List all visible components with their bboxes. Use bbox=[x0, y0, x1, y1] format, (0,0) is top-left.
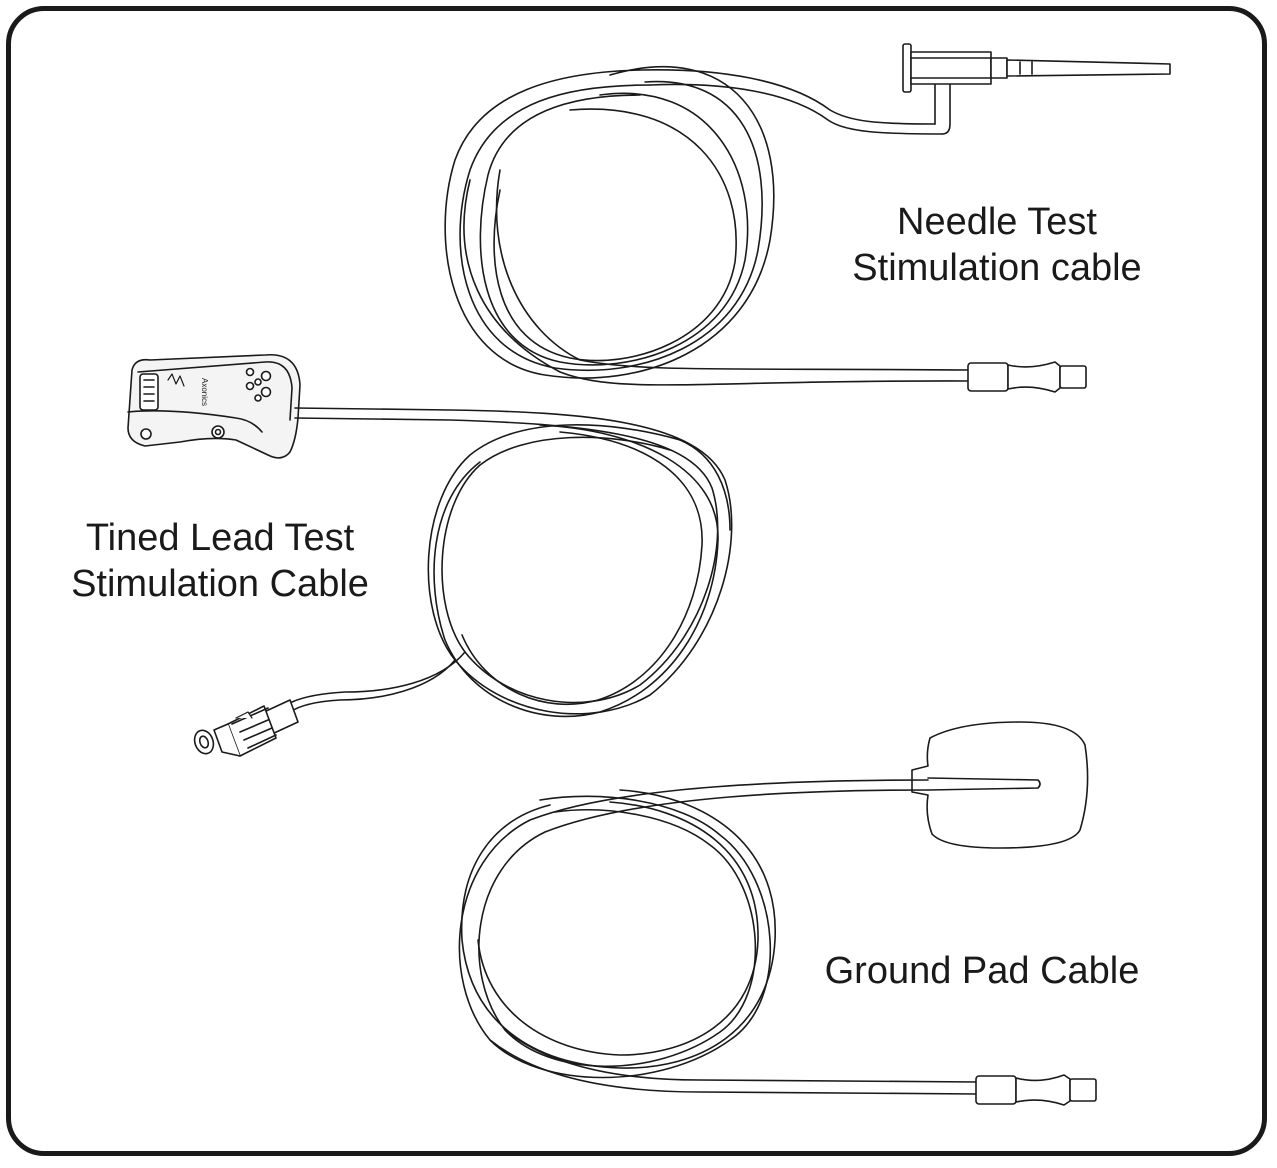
ground-cable-coil bbox=[458, 779, 979, 1095]
tined-cable-label: Tined Lead Test Stimulation Cable bbox=[60, 515, 380, 607]
needle-cable bbox=[444, 43, 1171, 393]
clip-device bbox=[127, 354, 301, 459]
figure-frame bbox=[6, 6, 1267, 1156]
needle-hub bbox=[902, 43, 1171, 93]
tined-cable-coil bbox=[289, 407, 733, 718]
needle-cable-label-line1: Needle Test bbox=[897, 201, 1097, 243]
tined-cable: Axonics bbox=[127, 354, 733, 757]
needle-cable-label: Needle Test Stimulation cable bbox=[840, 199, 1154, 291]
needle-cable-label-line2: Stimulation cable bbox=[852, 247, 1142, 289]
needle-cable-connector bbox=[967, 361, 1087, 393]
ground-cable-connector bbox=[975, 1074, 1097, 1106]
device-brand-text: Axonics bbox=[200, 378, 209, 406]
ground-cable-label-line1: Ground Pad Cable bbox=[824, 950, 1140, 992]
needle-cable-coil bbox=[444, 65, 971, 386]
tined-cable-label-line2: Stimulation Cable bbox=[71, 563, 369, 605]
tined-cable-connector bbox=[193, 699, 299, 757]
ground-pad bbox=[911, 721, 1089, 849]
tined-cable-label-line1: Tined Lead Test bbox=[85, 517, 355, 559]
ground-cable-label: Ground Pad Cable bbox=[812, 948, 1152, 994]
ground-cable bbox=[458, 721, 1097, 1106]
